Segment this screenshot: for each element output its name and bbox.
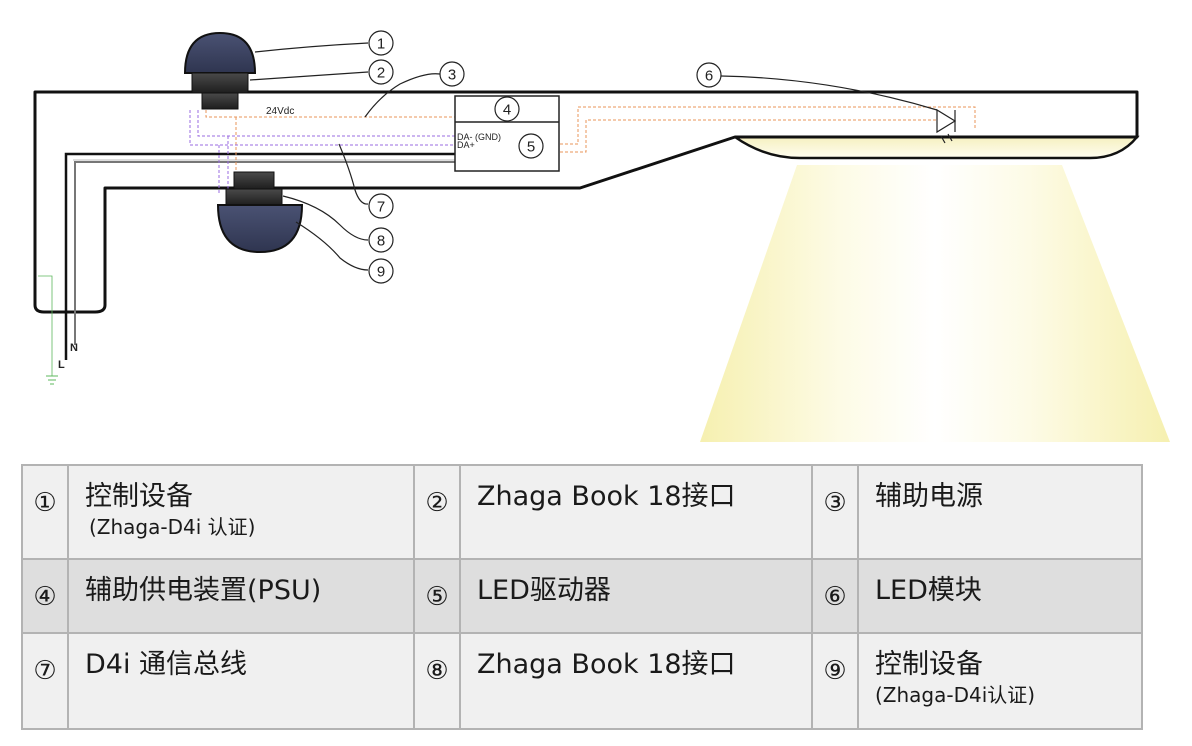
legend-number: ① [21, 464, 69, 560]
legend-number: ⑥ [811, 558, 859, 634]
callout-8: 8 [368, 227, 394, 253]
svg-text:1: 1 [377, 36, 385, 53]
legend-number: ④ [21, 558, 69, 634]
live-cable [64, 152, 455, 360]
legend-text: 辅助电源 [857, 464, 1143, 560]
callout-2: 2 [368, 59, 394, 85]
legend-text: Zhaga Book 18接口 [459, 632, 813, 730]
callout-6: 6 [696, 62, 722, 88]
callout-3: 3 [439, 61, 465, 87]
svg-text:8: 8 [377, 233, 385, 250]
legend-row: ⑦ D4i 通信总线 ⑧ Zhaga Book 18接口 ⑨ 控制设备(Zhag… [21, 632, 1143, 730]
luminaire-wiring-diagram: DA- (GND) DA+ 24Vdc N L 1 2 3 4 5 6 7 8 [33, 30, 1170, 442]
legend-row: ① 控制设备(Zhaga-D4i 认证) ② Zhaga Book 18接口 ③… [21, 464, 1143, 560]
da-plus-label: DA+ [457, 140, 475, 150]
callout-7: 7 [368, 193, 394, 219]
legend-text: LED驱动器 [459, 558, 813, 634]
callout-4: 4 [494, 96, 520, 122]
svg-text:6: 6 [705, 68, 713, 85]
voltage-label: 24Vdc [266, 106, 294, 117]
legend-text: 控制设备(Zhaga-D4i认证) [857, 632, 1143, 730]
legend-table: ① 控制设备(Zhaga-D4i 认证) ② Zhaga Book 18接口 ③… [21, 464, 1143, 730]
legend-text: Zhaga Book 18接口 [459, 464, 813, 560]
top-controller [183, 31, 257, 110]
legend-row: ④ 辅助供电装置(PSU) ⑤ LED驱动器 ⑥ LED模块 [21, 558, 1143, 634]
neutral-label: N [70, 342, 78, 354]
led-diode-icon [936, 108, 957, 144]
bottom-controller [216, 171, 304, 254]
svg-text:2: 2 [377, 65, 385, 82]
led-lens [731, 135, 1140, 160]
legend-number: ⑧ [413, 632, 461, 730]
legend-number: ③ [811, 464, 859, 560]
callout-9: 9 [368, 258, 394, 284]
da-minus-label: DA- (GND) [457, 132, 501, 142]
svg-text:4: 4 [503, 102, 511, 119]
legend-text: D4i 通信总线 [67, 632, 415, 730]
callout-5: 5 [518, 133, 544, 159]
light-beam [700, 165, 1170, 442]
d4i-bus-wire [189, 110, 455, 195]
legend-number: ⑦ [21, 632, 69, 730]
live-label: L [58, 359, 65, 371]
callout-1: 1 [368, 30, 394, 56]
legend-text: 辅助供电装置(PSU) [67, 558, 415, 634]
neutral-cable [74, 161, 455, 345]
legend-number: ⑤ [413, 558, 461, 634]
svg-text:9: 9 [377, 264, 385, 281]
legend-text: 控制设备(Zhaga-D4i 认证) [67, 464, 415, 560]
earth-wire [38, 275, 53, 376]
legend-number: ⑨ [811, 632, 859, 730]
ground-icon [46, 375, 58, 385]
svg-text:5: 5 [527, 139, 535, 156]
legend-number: ② [413, 464, 461, 560]
legend-text: LED模块 [857, 558, 1143, 634]
callout-leaders [249, 42, 938, 271]
svg-text:7: 7 [377, 199, 385, 216]
svg-text:3: 3 [448, 67, 456, 84]
